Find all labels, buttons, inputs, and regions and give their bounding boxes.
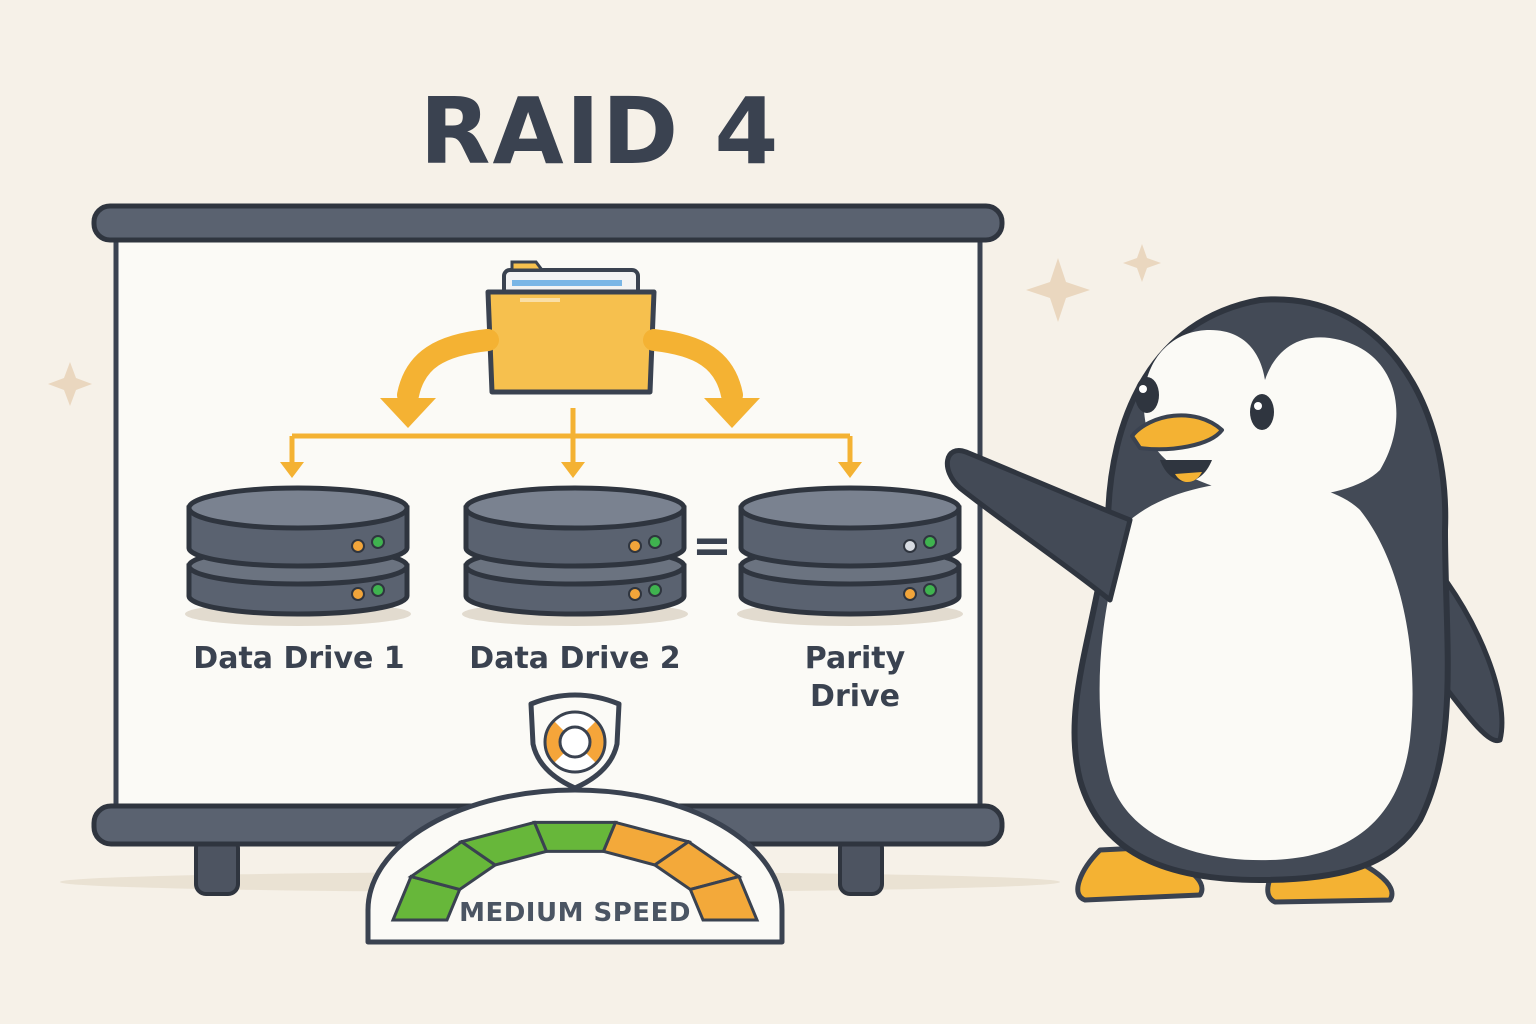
data-drive-1-icon xyxy=(185,485,411,626)
folder-icon xyxy=(485,260,657,395)
page-title: RAID 4 xyxy=(419,78,781,185)
drives xyxy=(185,485,963,626)
parity-drive-label: Parity Drive xyxy=(730,640,980,716)
sparkle-icon xyxy=(48,244,1161,406)
data-drive-1-label-text: Data Drive 1 xyxy=(193,641,405,676)
data-drive-2-label-text: Data Drive 2 xyxy=(469,641,681,676)
speedometer-icon xyxy=(365,787,785,945)
parity-drive-label-line1: Parity xyxy=(804,641,906,676)
gauge-segment xyxy=(688,874,760,922)
data-drive-2-label: Data Drive 2 xyxy=(450,640,700,678)
penguin-mascot xyxy=(944,296,1505,905)
data-drive-2-icon xyxy=(462,485,688,626)
speed-label: MEDIUM SPEED xyxy=(459,898,691,928)
data-drive-1-label: Data Drive 1 xyxy=(174,640,424,678)
parity-drive-icon xyxy=(737,485,963,626)
shield-lifebuoy-icon xyxy=(528,692,622,791)
gauge-segment xyxy=(532,820,618,853)
equals-operator: = xyxy=(692,518,732,574)
split-arrows xyxy=(397,329,743,406)
parity-drive-label-line2: Drive xyxy=(810,679,900,714)
